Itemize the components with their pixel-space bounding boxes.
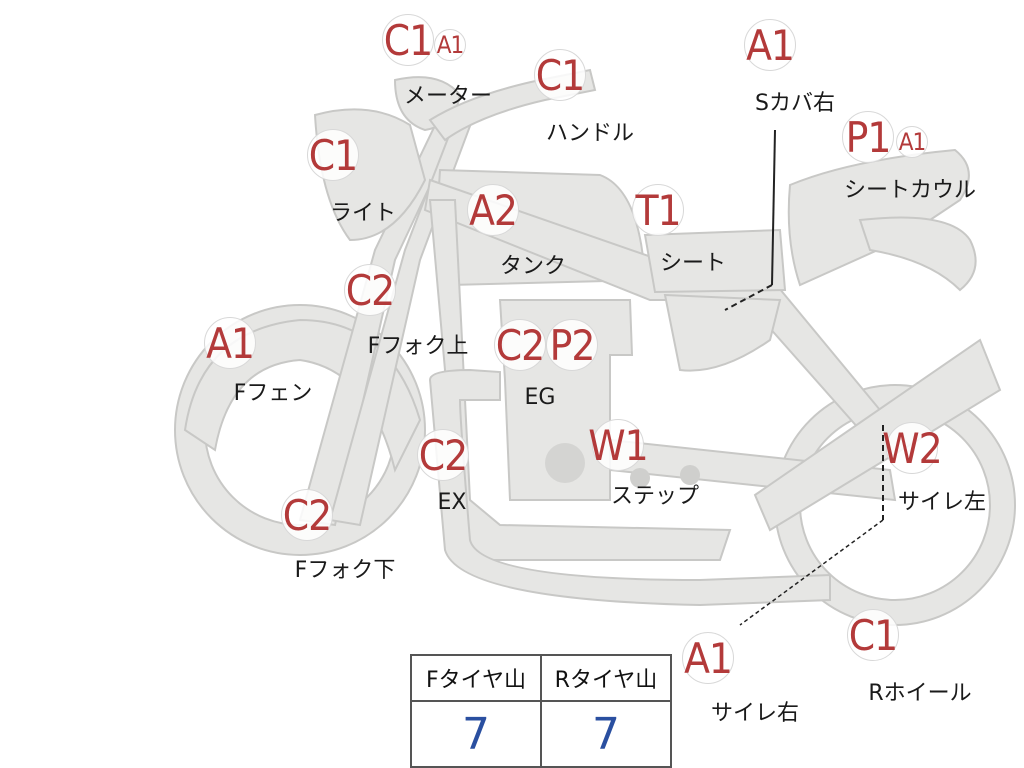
step-peg-2 (680, 465, 700, 485)
seat-cowl-grade-badge-1: P1 (842, 111, 894, 163)
r-wheel-label: Rホイール (868, 681, 972, 706)
seat-grade-badge: T1 (632, 184, 684, 236)
muffler (753, 338, 1002, 532)
side-cover (663, 293, 782, 372)
step-peg-1 (630, 468, 650, 488)
muffler-right-label: サイレ右 (710, 701, 800, 726)
handle-grade-badge: C1 (534, 49, 586, 101)
engine-grade-badge-2: P2 (546, 319, 598, 371)
front-tire-header: Fタイヤ山 (410, 654, 542, 702)
leader-muffler-right (739, 519, 884, 626)
handle-label: ハンドル (545, 121, 635, 146)
tail-fender (858, 216, 977, 292)
step-label: ステップ (610, 484, 700, 509)
tire-tread-table: Fタイヤ山 Rタイヤ山 7 7 (410, 654, 672, 768)
leader-side-cover (771, 129, 776, 286)
leader-side-cover-dash (724, 284, 773, 311)
tank-label: タンク (499, 254, 567, 279)
f-fender-grade-badge: A1 (204, 317, 256, 369)
seat-cowl-label: シートカウル (843, 178, 977, 203)
step-grade-badge: W1 (588, 419, 649, 471)
seat-label: シート (659, 251, 727, 276)
engine-cover (545, 443, 585, 483)
r-wheel-grade-badge: C1 (847, 609, 899, 661)
side-cover-right-grade-badge: A1 (744, 19, 796, 71)
seat-shape (643, 228, 787, 294)
muffler-right-grade-badge: A1 (682, 632, 734, 684)
engine-label: EG (524, 385, 556, 410)
meter-grade-badge-2: A1 (434, 29, 466, 61)
meter-grade-badge-1: C1 (382, 14, 434, 66)
f-fork-upper-label: Fフォク上 (367, 334, 469, 359)
f-fork-lower-label: Fフォク下 (294, 558, 396, 583)
front-tire-value: 7 (410, 700, 542, 768)
muffler-left-grade-badge: W2 (882, 422, 943, 474)
rear-wheel (773, 384, 1017, 626)
tank-grade-badge: A2 (467, 184, 519, 236)
light-label: ライト (329, 201, 397, 226)
exhaust-pipe (428, 368, 831, 607)
exhaust-grade-badge: C2 (417, 429, 469, 481)
f-fork-lower-grade-badge: C2 (281, 489, 333, 541)
exhaust-label: EX (437, 490, 467, 515)
f-fender-label: Fフェン (233, 381, 313, 406)
muffler-left-label: サイレ左 (897, 490, 987, 515)
f-fork-upper-grade-badge: C2 (344, 264, 396, 316)
rear-tire-header: Rタイヤ山 (540, 654, 672, 702)
light-grade-badge: C1 (307, 129, 359, 181)
side-cover-right-label: Sカバ右 (755, 91, 835, 116)
meter-label: メーター (403, 84, 493, 109)
rear-tire-value: 7 (540, 700, 672, 768)
engine-grade-badge-1: C2 (494, 319, 546, 371)
seat-cowl-grade-badge-2: A1 (896, 126, 928, 158)
